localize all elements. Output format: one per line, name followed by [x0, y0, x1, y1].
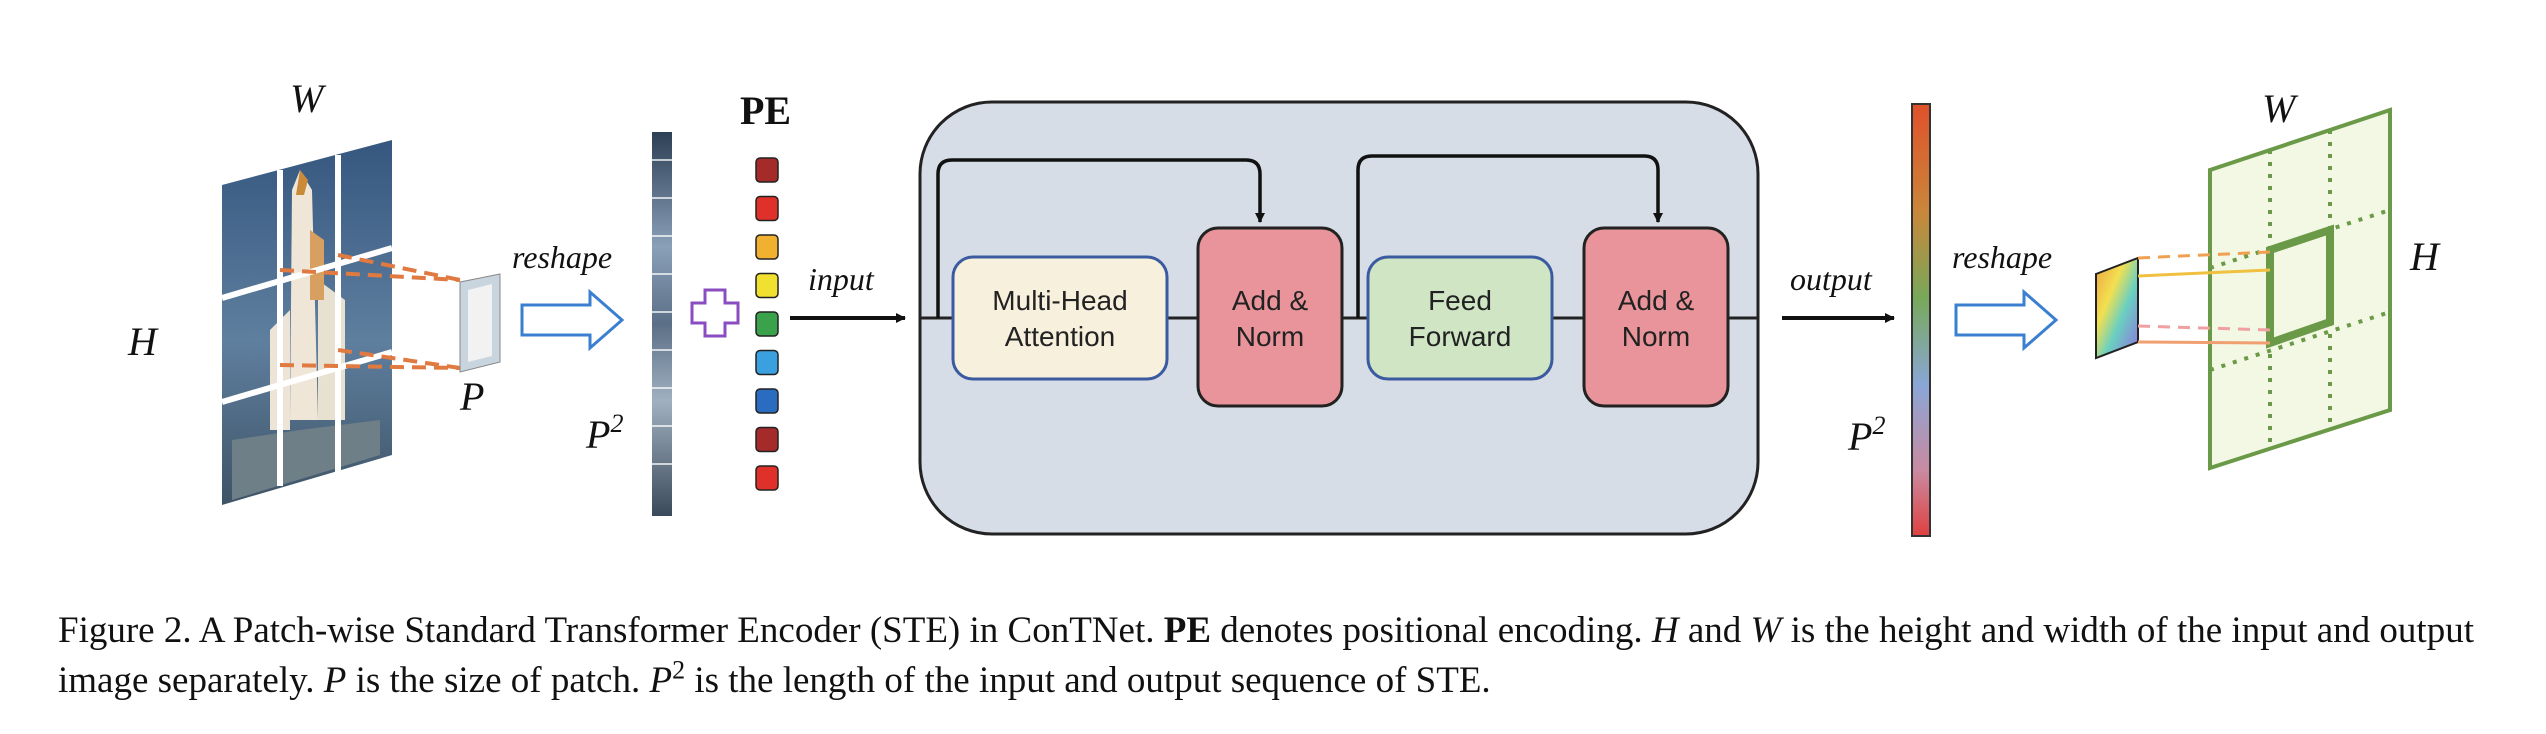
- label-PE: PE: [740, 88, 791, 133]
- label-W-output: W: [2262, 86, 2299, 131]
- highlighted-patch-cell: [2266, 224, 2334, 349]
- positional-encoding-blocks: [755, 157, 779, 491]
- svg-text:Multi-Head: Multi-Head: [992, 285, 1127, 316]
- patch-sequence-strip: [652, 132, 672, 516]
- output-sequence-strip: [1911, 103, 1931, 537]
- figure-caption: Figure 2. A Patch-wise Standard Transfor…: [58, 610, 2474, 701]
- pe-block: [755, 272, 779, 299]
- patch-projection-lines: [279, 253, 461, 370]
- svg-text:Feed: Feed: [1428, 285, 1492, 316]
- svg-text:Add &: Add &: [1232, 285, 1309, 316]
- pe-block: [755, 157, 779, 183]
- output-patch: [2095, 256, 2139, 360]
- output-grid: [2208, 107, 2392, 471]
- pe-block: [755, 234, 779, 260]
- pe-block: [755, 311, 779, 337]
- residual-connection-1: [936, 158, 1265, 318]
- label-P2-input: P2: [585, 409, 623, 457]
- pe-block: [755, 195, 779, 222]
- label-P: P: [459, 374, 484, 419]
- label-reshape-output: reshape: [1952, 239, 2052, 275]
- residual-connection-2: [1356, 154, 1663, 318]
- svg-text:Add &: Add &: [1618, 285, 1695, 316]
- label-H-input: H: [127, 319, 159, 364]
- output-projection-lines: [2137, 250, 2271, 345]
- label-output: output: [1790, 261, 1873, 297]
- reshape-arrow-output: [1954, 288, 2059, 352]
- input-image: [221, 140, 393, 505]
- label-H-output: H: [2409, 234, 2441, 279]
- label-P2-output: P2: [1847, 411, 1885, 459]
- add-pe-plus-icon: [690, 288, 740, 338]
- pe-block: [755, 426, 779, 453]
- pe-block: [755, 349, 779, 376]
- pe-block: [755, 388, 779, 414]
- reshape-arrow-input: [520, 288, 625, 352]
- feed-forward-block: Feed Forward: [1366, 255, 1554, 381]
- svg-text:Forward: Forward: [1409, 321, 1512, 352]
- add-norm-block-1: Add & Norm: [1196, 226, 1344, 408]
- svg-text:Norm: Norm: [1236, 321, 1304, 352]
- multi-head-attention-block: Multi-Head Attention: [951, 255, 1169, 381]
- svg-text:Attention: Attention: [1005, 321, 1116, 352]
- pe-block: [755, 465, 779, 491]
- label-reshape-input: reshape: [512, 239, 612, 275]
- svg-text:Norm: Norm: [1622, 321, 1690, 352]
- label-input: input: [808, 261, 875, 297]
- add-norm-block-2: Add & Norm: [1582, 226, 1730, 408]
- label-W-input: W: [290, 76, 327, 121]
